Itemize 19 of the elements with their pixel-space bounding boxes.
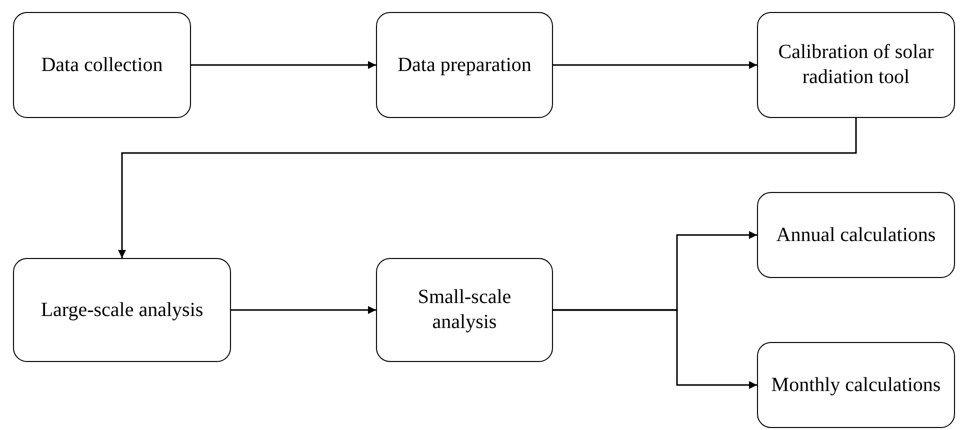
box-label: Large-scale analysis — [40, 298, 204, 322]
arrow — [191, 61, 376, 69]
process-box — [757, 12, 955, 118]
process-box — [757, 192, 955, 278]
box-label: Annual calculations — [776, 222, 936, 248]
process-box — [13, 12, 191, 118]
arrow — [553, 309, 757, 389]
box-label: Data preparation — [398, 52, 532, 78]
process-box — [376, 258, 553, 362]
process-box — [13, 258, 231, 362]
box-label: Calibration of solar radiation tool — [777, 40, 935, 90]
box-label: Data collection — [41, 52, 163, 78]
arrow — [553, 61, 757, 69]
arrow — [118, 118, 857, 258]
box-label: Monthly calculations — [771, 372, 941, 398]
process-box — [376, 12, 553, 118]
arrow — [231, 306, 376, 314]
box-label: Small-scale analysis — [416, 285, 512, 335]
process-box — [757, 342, 955, 428]
